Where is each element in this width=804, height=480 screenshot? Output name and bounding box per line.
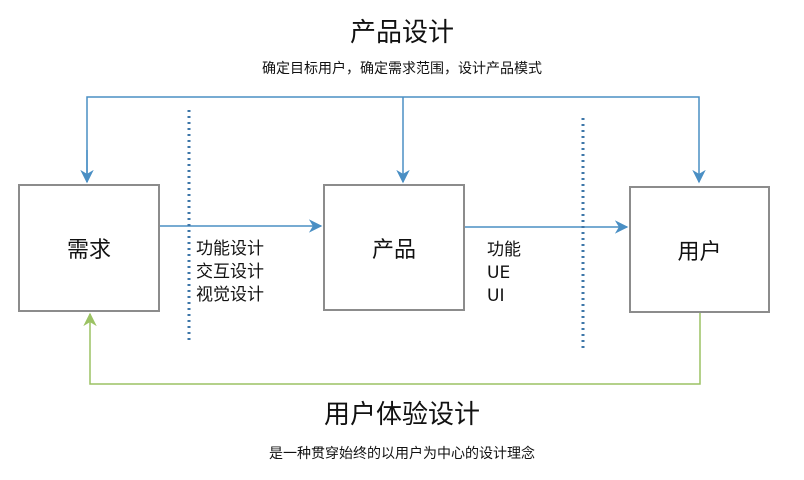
- design-item: 交互设计: [196, 262, 264, 282]
- bottom-subtitle: 是一种贯穿始终的以用户为中心的设计理念: [269, 446, 535, 462]
- node-user: 用户: [629, 186, 770, 313]
- top-title: 产品设计: [349, 18, 454, 48]
- top-feedback-line: [86, 96, 706, 184]
- node-need: 需求: [18, 184, 160, 312]
- node-need-label: 需求: [66, 238, 111, 263]
- node-product-label: 产品: [371, 237, 416, 263]
- output-item: UE: [487, 263, 511, 283]
- design-item: 功能设计: [196, 239, 264, 259]
- design-item: 视觉设计: [196, 285, 264, 305]
- top-subtitle: 确定目标用户，确定需求范围，设计产品模式: [262, 61, 542, 77]
- bottom-title: 用户体验设计: [323, 400, 480, 430]
- output-item: 功能: [487, 240, 521, 260]
- node-product: 产品: [323, 184, 465, 311]
- output-item: UI: [487, 286, 505, 306]
- design-items-list: 功能设计 交互设计 视觉设计: [196, 238, 264, 307]
- node-user-label: 用户: [677, 239, 722, 265]
- bottom-feedback-line: [83, 312, 701, 385]
- output-items-list: 功能 UE UI: [487, 239, 521, 308]
